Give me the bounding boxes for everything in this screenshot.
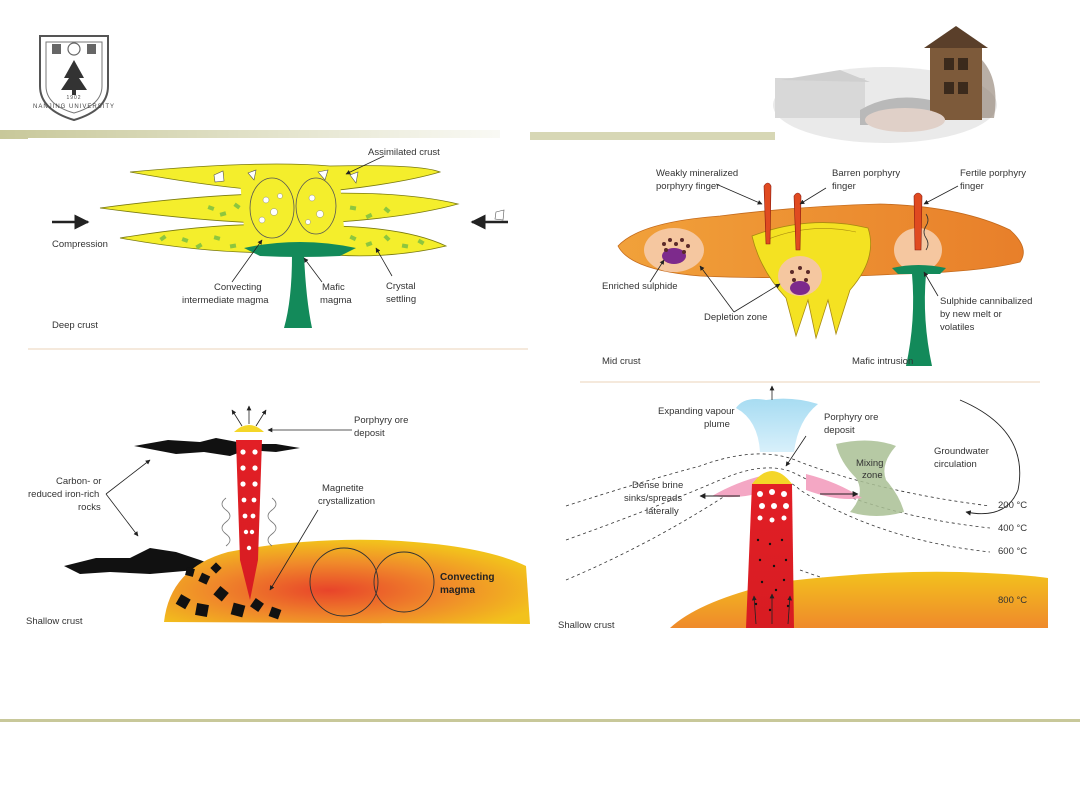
- label-depletion-zone: Depletion zone: [704, 312, 767, 323]
- label-magnetite-1: Magnetite: [322, 483, 364, 494]
- label-mixing-1: Mixing: [856, 458, 883, 469]
- crest-lion-icon: [87, 44, 96, 54]
- label-vapour-2: plume: [704, 419, 730, 430]
- label-barren-1: Barren porphyry: [832, 168, 900, 179]
- label-mafic-intrusion: Mafic intrusion: [852, 356, 913, 367]
- label-assimilated-crust: Assimilated crust: [368, 147, 440, 158]
- isotherm-200: [565, 453, 991, 507]
- label-brine-3: laterally: [646, 506, 679, 517]
- footer-rule: [0, 719, 1080, 722]
- crest-emblem-icon: [67, 42, 81, 56]
- label-compression: Compression: [52, 239, 108, 250]
- label-mafic-1: Mafic: [322, 282, 345, 293]
- label-isotherm-800: 800 °C: [998, 595, 1027, 606]
- label-fertile-2: finger: [960, 181, 984, 192]
- crest-lion-icon: [52, 44, 61, 54]
- label-isotherm-400: 400 °C: [998, 523, 1027, 534]
- label-isotherm-200: 200 °C: [998, 500, 1027, 511]
- label-crystal-2: settling: [386, 294, 416, 305]
- panel-mid-crust: Weakly mineralized porphyry finger Barre…: [580, 150, 1050, 383]
- label-fertile-1: Fertile porphyry: [960, 168, 1026, 179]
- label-weak-1: Weakly mineralized: [656, 168, 738, 179]
- panel-shallow-right: Expanding vapour plume Porphyry ore depo…: [558, 385, 1048, 631]
- label-brine-2: sinks/spreads: [624, 493, 682, 504]
- label-convecting-magma-2: magma: [440, 585, 475, 596]
- header-bar-right: [530, 132, 775, 140]
- label-vapour-1: Expanding vapour: [658, 406, 735, 417]
- label-convecting-2: intermediate magma: [182, 295, 269, 306]
- label-isotherm-600: 600 °C: [998, 546, 1027, 557]
- label-porphyry-ore-2: deposit: [354, 428, 385, 439]
- logo-year: 1902: [66, 95, 81, 101]
- label-enriched-sulphide: Enriched sulphide: [602, 281, 678, 292]
- label-groundwater-2: circulation: [934, 459, 977, 470]
- label-crystal-1: Crystal: [386, 281, 416, 292]
- label-mixing-2: zone: [862, 470, 883, 481]
- label-carbon-3: rocks: [78, 502, 101, 513]
- label-porphyry-ore-r-1: Porphyry ore: [824, 412, 878, 423]
- label-sulphide-2: by new melt or: [940, 309, 1002, 320]
- panel-shallow-left: Porphyry ore deposit Carbon- or reduced …: [26, 405, 530, 627]
- label-carbon-2: reduced iron-rich: [28, 489, 99, 500]
- pine-tree-icon: [61, 60, 87, 90]
- bell-tower-photo: [773, 26, 997, 143]
- label-deep-crust: Deep crust: [52, 320, 98, 331]
- sill-complex: [99, 163, 505, 328]
- label-mid-crust: Mid crust: [602, 356, 641, 367]
- label-convecting-1: Convecting: [214, 282, 262, 293]
- panel-deep-crust: Assimilated crust Compression Convecting…: [28, 138, 528, 350]
- label-sulphide-3: volatiles: [940, 322, 975, 333]
- label-carbon-1: Carbon- or: [56, 476, 101, 487]
- label-shallow-crust-left: Shallow crust: [26, 616, 83, 627]
- label-groundwater-1: Groundwater: [934, 446, 989, 457]
- university-logo: NANJING UNIVERSITY 1902: [33, 35, 115, 122]
- label-shallow-crust-right: Shallow crust: [558, 620, 615, 631]
- label-barren-2: finger: [832, 181, 856, 192]
- label-porphyry-ore-1: Porphyry ore: [354, 415, 408, 426]
- label-porphyry-ore-r-2: deposit: [824, 425, 855, 436]
- label-sulphide-1: Sulphide cannibalized: [940, 296, 1032, 307]
- header: NANJING UNIVERSITY 1902: [0, 26, 997, 143]
- label-mafic-2: magma: [320, 295, 352, 306]
- label-magnetite-2: crystallization: [318, 496, 375, 507]
- label-convecting-magma-1: Convecting: [440, 572, 494, 583]
- logo-ring-text: NANJING UNIVERSITY: [33, 104, 115, 110]
- isotherm-600: [565, 478, 991, 581]
- label-weak-2: porphyry finger: [656, 181, 719, 192]
- label-brine-1: Dense brine: [632, 480, 683, 491]
